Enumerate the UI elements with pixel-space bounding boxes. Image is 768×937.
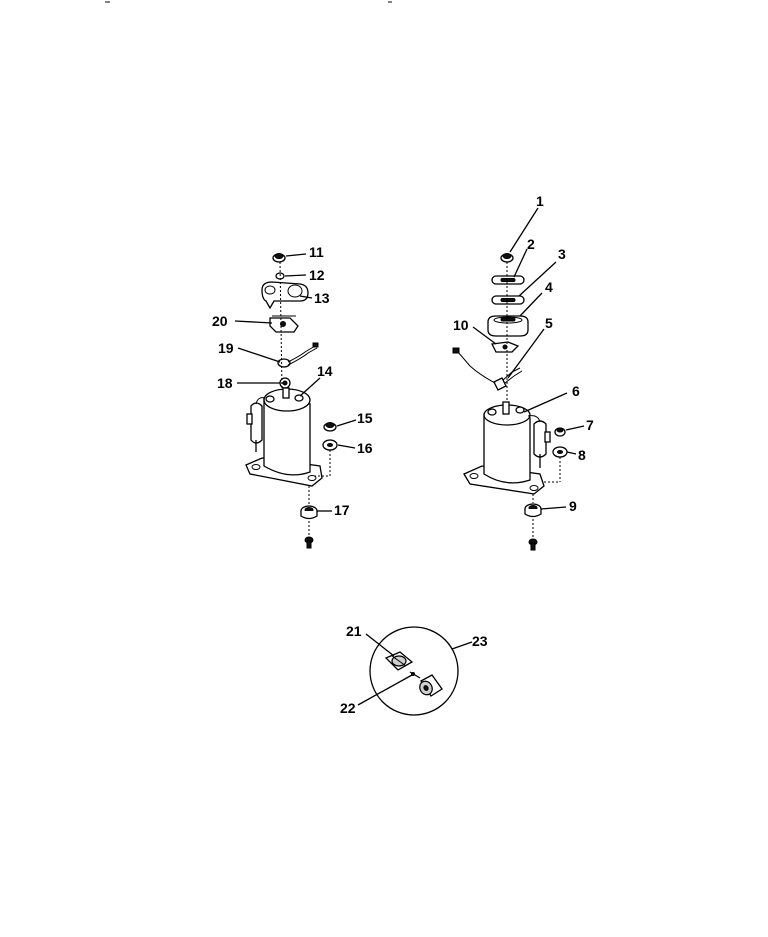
callout-4: 4 — [545, 279, 553, 295]
part-20-bracket — [269, 315, 299, 333]
callout-6: 6 — [572, 383, 580, 399]
part-16-washer — [322, 439, 338, 451]
part-13-terminal-cover — [261, 281, 309, 310]
part-15-nut — [323, 422, 337, 432]
callout-12: 12 — [309, 267, 325, 283]
part-1-nut — [500, 253, 514, 263]
callout-22: 22 — [340, 700, 356, 716]
part-4-terminal-cover — [487, 315, 529, 337]
part-9-grommet — [524, 503, 542, 518]
callout-9: 9 — [569, 498, 577, 514]
part-10-bracket — [491, 341, 520, 353]
callout-23: 23 — [472, 633, 488, 649]
callout-labels: 1 2 3 4 5 6 7 8 9 10 11 12 13 14 15 16 1… — [212, 193, 594, 716]
callout-19: 19 — [218, 340, 234, 356]
callout-7: 7 — [586, 417, 594, 433]
mounting-bolt-right — [528, 538, 538, 551]
callout-18: 18 — [217, 375, 233, 391]
callout-8: 8 — [578, 447, 586, 463]
callout-5: 5 — [545, 315, 553, 331]
callout-11: 11 — [309, 244, 324, 260]
right-compressor-assembly — [452, 207, 585, 551]
part-6-compressor — [463, 401, 551, 495]
left-compressor-assembly — [234, 253, 357, 549]
callout-13: 13 — [314, 290, 330, 306]
detail-circle-assembly — [357, 626, 473, 716]
part-17-grommet — [300, 505, 318, 520]
callout-2: 2 — [527, 236, 535, 252]
part-11-nut — [272, 253, 286, 263]
callout-16: 16 — [357, 440, 373, 456]
part-19-overload — [277, 342, 319, 368]
mounting-bolt-left — [304, 536, 314, 549]
part-5-overload — [452, 347, 523, 391]
callout-1: 1 — [536, 193, 544, 209]
part-3-gasket — [491, 295, 525, 305]
callout-17: 17 — [334, 502, 350, 518]
part-14-compressor — [245, 387, 323, 487]
part-2-gasket — [491, 275, 525, 285]
callout-10: 10 — [453, 317, 469, 333]
part-22-pin — [409, 671, 421, 679]
callout-3: 3 — [558, 246, 566, 262]
part-7-nut — [554, 427, 566, 437]
callout-15: 15 — [357, 410, 373, 426]
callout-21: 21 — [346, 623, 362, 639]
part-21-clip — [384, 651, 414, 671]
callout-14: 14 — [317, 363, 333, 379]
callout-20: 20 — [212, 313, 228, 329]
part-8-washer — [552, 446, 568, 458]
detail-cylinder — [419, 674, 443, 697]
